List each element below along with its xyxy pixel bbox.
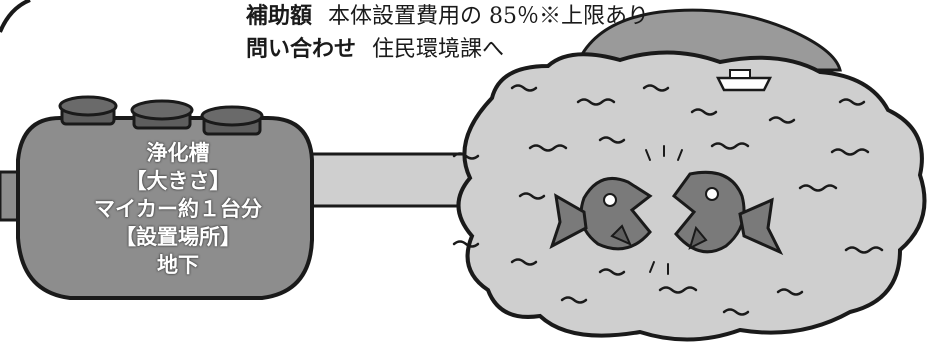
subsidy-label: 補助額 xyxy=(246,4,313,29)
subsidy-value: 本体設置費用の 85％※上限あり xyxy=(328,4,650,29)
tank-size-heading: 【大きさ】 xyxy=(125,169,231,193)
sparkle-lines xyxy=(645,145,683,275)
tank-location-heading: 【設置場所】 xyxy=(115,225,241,249)
boat-icon xyxy=(715,69,773,92)
tank-location-value: 地下 xyxy=(157,253,199,277)
tank-lids xyxy=(58,95,264,136)
corner-arc xyxy=(0,0,31,33)
tank-description: 浄化槽 【大きさ】 マイカー約１台分 【設置場所】 地下 xyxy=(52,139,304,279)
subsidy-row: 補助額本体設置費用の 85％※上限あり xyxy=(246,6,649,28)
fish-right-icon xyxy=(671,170,784,256)
fish-left-icon xyxy=(549,177,653,251)
contact-row: 問い合わせ住民環境課へ xyxy=(246,39,504,61)
tank-size-value: マイカー約１台分 xyxy=(94,197,262,221)
contact-value: 住民環境課へ xyxy=(372,37,505,62)
outlet-pipe xyxy=(298,152,482,208)
septic-tank-body xyxy=(16,116,314,300)
water-waves xyxy=(452,84,884,316)
contact-label: 問い合わせ xyxy=(246,37,357,62)
tank-name: 浄化槽 xyxy=(146,141,210,165)
